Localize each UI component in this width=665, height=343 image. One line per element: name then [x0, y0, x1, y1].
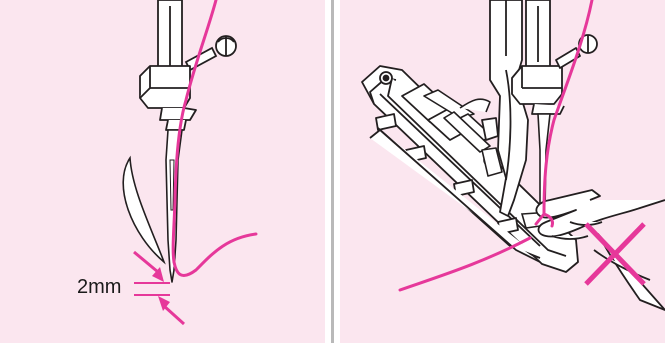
pink-thread: [173, 0, 256, 275]
needle-bar: [512, 0, 597, 114]
gap-indicator: [134, 252, 184, 324]
left-panel-needle-gap: 2mm: [0, 0, 325, 343]
needle-eye: [170, 160, 174, 210]
clamp-screw: [186, 36, 236, 70]
gap-measurement-label: 2mm: [77, 276, 121, 299]
buttonhole-foot-illustration: [340, 0, 665, 343]
right-panel-wrong-method: [340, 0, 665, 343]
wrong-x-icon: [586, 224, 644, 284]
panel-divider: [325, 0, 340, 343]
needle-illustration: [0, 0, 325, 343]
thread-loop: [123, 158, 164, 262]
